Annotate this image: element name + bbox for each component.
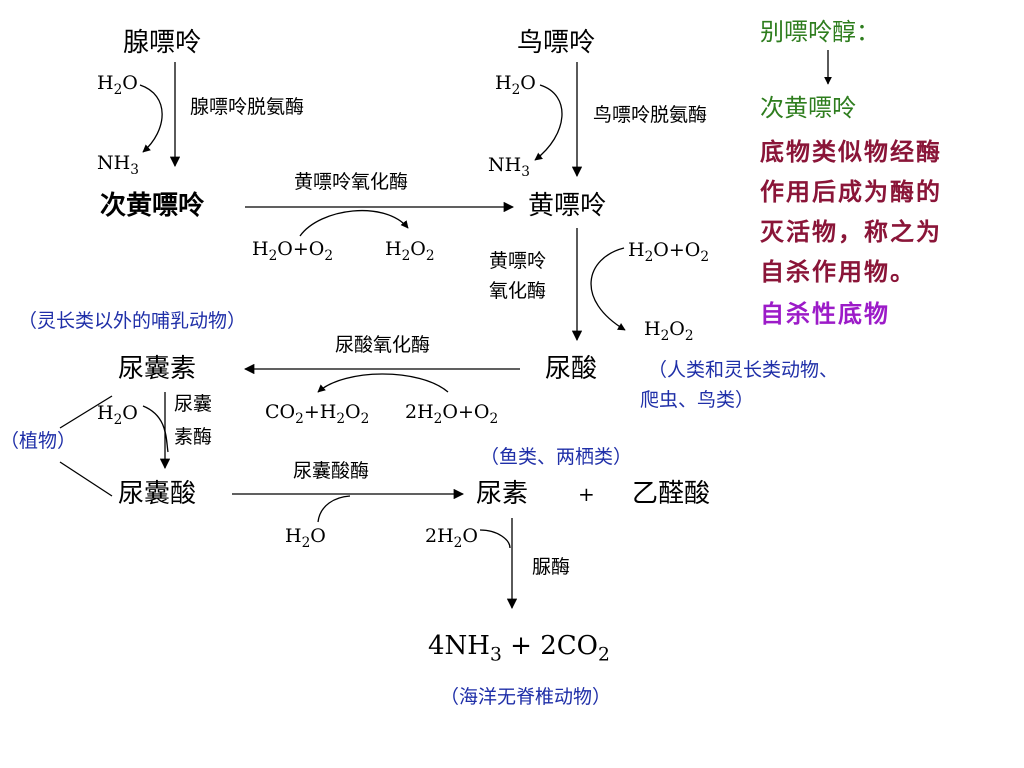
cofactor-h2o-o2-xo1: H2O+O2 — [252, 238, 334, 264]
compound-xanthine: 黄嘌呤 — [528, 191, 607, 221]
compound-adenine: 腺嘌呤 — [123, 28, 202, 58]
cofactor-h2o-allantoicase: H2O — [285, 525, 326, 551]
curve-urate-oxidase — [317, 373, 449, 393]
enzyme-guanine-deaminase: 鸟嘌呤脱氨酶 — [593, 104, 708, 126]
organism-plants: （植物） — [0, 430, 77, 452]
organism-humans-line2: 爬虫、鸟类） — [640, 389, 755, 411]
cofactor-h2o-o2-xo2: H2O+O2 — [628, 239, 710, 265]
enzyme-xanthine-oxidase-2b: 氧化酶 — [489, 280, 547, 302]
compound-glyoxylic-acid: 乙醛酸 — [632, 479, 711, 509]
curve-adenine-h2o-nh3 — [139, 84, 163, 153]
compound-uric-acid: 尿酸 — [545, 354, 598, 384]
cofactor-h2o-allantoin: H2O — [97, 402, 138, 428]
enzyme-xanthine-oxidase-1: 黄嘌呤氧化酶 — [294, 171, 409, 193]
organism-mammals: （灵长类以外的哺乳动物） — [18, 310, 247, 332]
cofactor-h2o-guanine: H2O — [495, 72, 536, 98]
enzyme-allantoicase: 尿囊酸酶 — [293, 460, 370, 482]
curve-guanine-h2o-nh3 — [534, 84, 563, 161]
curve-allantoinase — [142, 405, 169, 453]
curve-urease — [479, 529, 511, 549]
enzyme-urease: 脲酶 — [532, 556, 571, 578]
organism-fish: （鱼类、两栖类） — [480, 446, 633, 468]
curve-xo1 — [299, 209, 409, 237]
curve-allantoicase — [317, 495, 351, 523]
plus-sign: + — [578, 482, 595, 506]
note-line-2: 作用后成为酶的 — [760, 177, 942, 206]
enzyme-allantoinase-b: 素酶 — [174, 426, 213, 448]
enzyme-urate-oxidase: 尿酸氧化酶 — [335, 334, 431, 356]
cofactor-nh3-adenine: NH3 — [97, 152, 139, 178]
compound-urea: 尿素 — [476, 479, 529, 509]
cofactor-h2o-adenine: H2O — [97, 72, 138, 98]
plant-bracket-upper — [59, 395, 113, 429]
cofactor-nh3-guanine: NH3 — [488, 154, 530, 180]
note-line-3: 灭活物，称之为 — [760, 217, 942, 246]
organism-marine: （海洋无脊椎动物） — [440, 686, 612, 708]
compound-hypoxanthine: 次黄嘌呤 — [100, 191, 205, 221]
enzyme-xanthine-oxidase-2a: 黄嘌呤 — [489, 250, 547, 272]
compound-guanine: 鸟嘌呤 — [517, 28, 596, 58]
compound-allantoin: 尿囊素 — [118, 354, 197, 384]
compound-allantoic-acid: 尿囊酸 — [118, 479, 197, 509]
final-products: 4NH3 + 2CO2 — [428, 631, 610, 666]
curve-xo2 — [590, 247, 626, 331]
enzyme-allantoinase-a: 尿囊 — [174, 393, 213, 415]
note-suicide-substrate: 自杀性底物 — [760, 299, 890, 328]
cofactor-h2o2-xo1: H2O2 — [385, 238, 435, 264]
cofactor-h2o2-xo2: H2O2 — [644, 318, 694, 344]
note-allopurinol: 别嘌呤醇： — [760, 18, 880, 46]
cofactor-co2-h2o2: CO2+H2O2 — [265, 401, 370, 427]
plant-bracket-lower — [59, 461, 113, 497]
cofactor-2h2o-o2: 2H2O+O2 — [405, 401, 499, 427]
note-line-4: 自杀作用物。 — [760, 257, 916, 286]
enzyme-adenine-deaminase: 腺嘌呤脱氨酶 — [190, 96, 305, 118]
note-hypoxanthine: 次黄嘌呤 — [760, 94, 856, 122]
note-line-1: 底物类似物经酶 — [760, 137, 942, 166]
organism-humans-line1: （人类和灵长类动物、 — [648, 359, 839, 381]
cofactor-2h2o-urease: 2H2O — [425, 525, 478, 551]
